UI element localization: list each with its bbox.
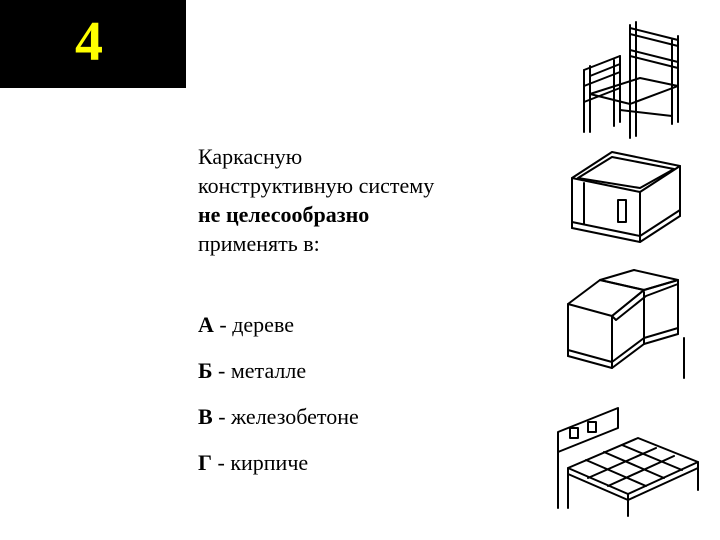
slide-number-box: 4 xyxy=(0,0,186,88)
answer-letter: В xyxy=(198,404,213,429)
answer-option-g[interactable]: Г - кирпиче xyxy=(198,448,538,494)
box-module-icon xyxy=(571,151,681,243)
answer-text: - железобетоне xyxy=(212,404,359,429)
answer-option-v[interactable]: В - железобетоне xyxy=(198,402,538,448)
answer-option-b[interactable]: Б - металле xyxy=(198,356,538,402)
double-box-module-icon xyxy=(567,269,685,379)
question-text: Каркасную конструктивную систему не целе… xyxy=(198,142,518,258)
question-line-1: Каркасную xyxy=(198,144,303,169)
question-line-4: применять в: xyxy=(198,231,320,256)
answer-letter: Г xyxy=(198,450,212,475)
answer-list: А - дереве Б - металле В - железобетоне … xyxy=(198,310,538,494)
slide-number: 4 xyxy=(75,11,103,73)
question-line-2: конструктивную систему xyxy=(198,173,435,198)
answer-letter: А xyxy=(198,312,214,337)
frame-skeleton-icon xyxy=(583,21,679,139)
answer-text: - дереве xyxy=(213,312,294,337)
answer-letter: Б xyxy=(198,358,213,383)
answer-text: - металле xyxy=(212,358,307,383)
answer-text: - кирпиче xyxy=(212,450,309,475)
answer-option-a[interactable]: А - дереве xyxy=(198,310,538,356)
illustrations-column xyxy=(540,20,720,520)
slab-grid-frame-icon xyxy=(557,407,699,517)
question-emphasis: не целесообразно xyxy=(198,202,370,227)
